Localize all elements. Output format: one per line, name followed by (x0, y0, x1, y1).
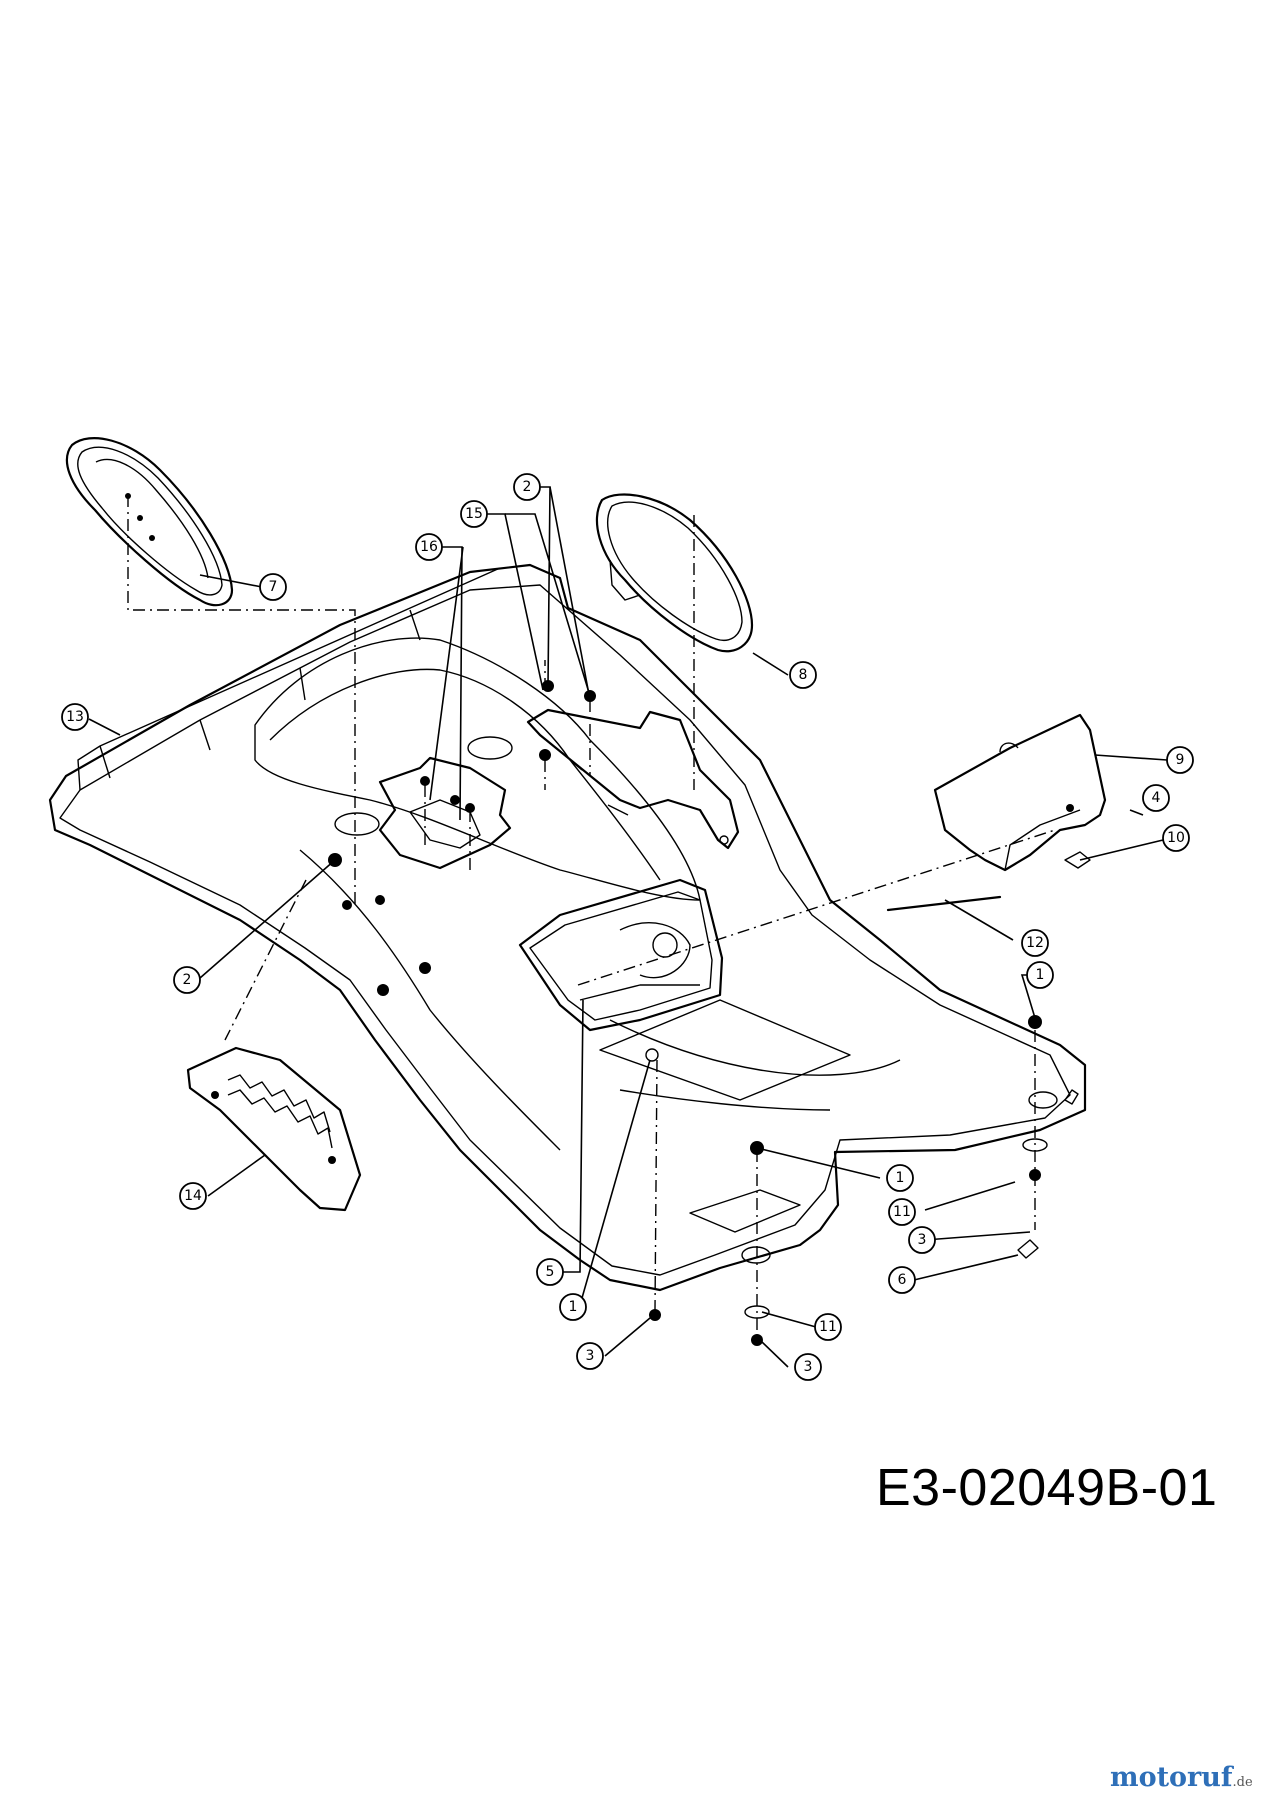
svg-text:11: 11 (819, 1319, 837, 1335)
svg-text:1: 1 (569, 1299, 578, 1315)
callout-16: 16 (415, 533, 443, 561)
svg-text:5: 5 (546, 1264, 555, 1280)
callout-3-bottom-left: 3 (576, 1342, 604, 1370)
right-pod (595, 493, 754, 653)
fasteners (328, 680, 1079, 1346)
cover-part (933, 713, 1107, 872)
svg-text:10: 10 (1167, 830, 1185, 846)
watermark-suffix: .de (1232, 1775, 1253, 1790)
svg-text:12: 12 (1026, 935, 1044, 951)
svg-text:3: 3 (804, 1359, 813, 1375)
svg-text:9: 9 (1176, 752, 1185, 768)
callout-10: 10 (1162, 824, 1190, 852)
trim-strip (186, 1046, 362, 1212)
callout-11-right: 11 (888, 1198, 916, 1226)
diagram-code: E3-02049B-01 (876, 1459, 1218, 1517)
svg-text:1: 1 (896, 1170, 905, 1186)
leader-lines (88, 486, 1168, 1368)
callout-1-right: 1 (1026, 961, 1054, 989)
callout-1-mid: 1 (886, 1164, 914, 1192)
svg-text:3: 3 (918, 1232, 927, 1248)
svg-text:7: 7 (269, 579, 278, 595)
svg-text:4: 4 (1152, 790, 1161, 806)
watermark-logo: motoruf.de (1110, 1762, 1253, 1793)
svg-text:16: 16 (420, 539, 438, 555)
callout-2-left: 2 (173, 966, 201, 994)
callout-5: 5 (536, 1258, 564, 1286)
callout-14: 14 (179, 1182, 207, 1210)
svg-text:1: 1 (1036, 967, 1045, 983)
switch-plate (378, 756, 512, 870)
callout-11-bottom: 11 (814, 1313, 842, 1341)
callout-7: 7 (259, 573, 287, 601)
svg-text:8: 8 (799, 667, 808, 683)
callout-6: 6 (888, 1266, 916, 1294)
svg-text:14: 14 (184, 1188, 202, 1204)
callout-4: 4 (1142, 784, 1170, 812)
callout-1-bottom: 1 (559, 1293, 587, 1321)
svg-text:6: 6 (898, 1272, 907, 1288)
clip-part (1064, 851, 1091, 869)
rod-part (886, 895, 1002, 912)
callout-3-right: 3 (908, 1226, 936, 1254)
callout-3-bottom-right: 3 (794, 1353, 822, 1381)
callout-2-top: 2 (513, 473, 541, 501)
svg-text:2: 2 (183, 972, 192, 988)
left-pod (65, 437, 234, 607)
callout-8: 8 (789, 661, 817, 689)
svg-text:3: 3 (586, 1348, 595, 1364)
callout-12: 12 (1021, 929, 1049, 957)
callout-15: 15 (460, 500, 488, 528)
svg-text:15: 15 (465, 506, 483, 522)
callout-9: 9 (1166, 746, 1194, 774)
assembly-lines (127, 495, 1056, 1335)
svg-text:2: 2 (523, 479, 532, 495)
callout-13: 13 (61, 703, 89, 731)
svg-text:11: 11 (893, 1204, 911, 1220)
console-opening (518, 878, 724, 1032)
watermark-text: motoruf (1110, 1762, 1233, 1793)
svg-text:13: 13 (66, 709, 84, 725)
body-shell (48, 563, 1087, 1292)
bracket-plate (526, 708, 740, 850)
